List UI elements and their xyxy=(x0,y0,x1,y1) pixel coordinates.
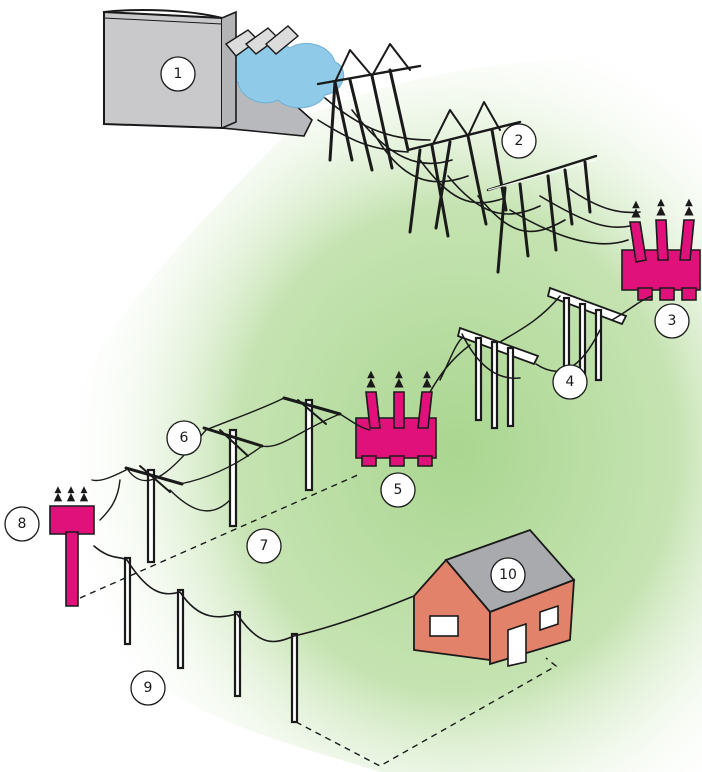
label-2: 2 xyxy=(501,123,537,159)
svg-text:▲: ▲ xyxy=(367,369,375,380)
svg-text:10: 10 xyxy=(499,567,517,583)
svg-text:▲: ▲ xyxy=(81,485,88,495)
svg-text:▲: ▲ xyxy=(55,485,62,495)
svg-text:▲: ▲ xyxy=(67,490,76,503)
svg-text:4: 4 xyxy=(566,374,575,390)
hydro-dam xyxy=(103,9,345,137)
low-voltage-poles xyxy=(93,545,415,724)
svg-text:9: 9 xyxy=(144,680,153,696)
pylon-group-high-voltage xyxy=(316,43,641,274)
label-10: 10 xyxy=(490,557,526,593)
label-1: 1 xyxy=(160,56,196,92)
label-3: 3 xyxy=(654,303,690,339)
label-8: 8 xyxy=(4,506,40,542)
pylon-group-distribution xyxy=(91,396,371,564)
label-6: 6 xyxy=(166,420,202,456)
svg-text:▲: ▲ xyxy=(423,369,431,380)
svg-text:▲: ▲ xyxy=(657,197,665,208)
svg-text:6: 6 xyxy=(180,430,189,446)
underground-cable-dashed xyxy=(79,473,361,599)
svg-text:▲: ▲ xyxy=(685,197,693,208)
svg-text:▲: ▲ xyxy=(632,199,640,210)
svg-text:▲: ▲ xyxy=(366,375,376,389)
label-4: 4 xyxy=(552,364,588,400)
green-landscape xyxy=(57,56,702,772)
svg-text:7: 7 xyxy=(260,538,269,554)
transformer-substation: ▲ ▲ ▲ ▲ ▲ ▲ xyxy=(355,369,437,467)
label-9: 9 xyxy=(130,670,166,706)
transformer-pole: ▲ ▲ ▲ ▲ ▲ ▲ xyxy=(49,485,95,607)
svg-text:2: 2 xyxy=(515,133,524,149)
svg-text:▲: ▲ xyxy=(68,485,75,495)
svg-text:▲: ▲ xyxy=(656,203,666,217)
water-spray xyxy=(225,41,345,109)
pylon-group-medium-voltage xyxy=(429,286,653,430)
svg-text:▲: ▲ xyxy=(394,375,404,389)
svg-text:1: 1 xyxy=(174,66,183,82)
svg-text:▲: ▲ xyxy=(54,490,63,503)
transformer-step-up: ▲ ▲ ▲ ▲ ▲ ▲ xyxy=(621,197,701,301)
service-connection-dashed xyxy=(295,657,558,767)
svg-text:▲: ▲ xyxy=(684,203,694,217)
svg-text:5: 5 xyxy=(394,482,403,498)
svg-text:8: 8 xyxy=(18,516,27,532)
svg-text:▲: ▲ xyxy=(80,490,89,503)
svg-text:▲: ▲ xyxy=(631,205,641,219)
svg-text:▲: ▲ xyxy=(422,375,432,389)
label-5: 5 xyxy=(380,472,416,508)
svg-text:3: 3 xyxy=(668,313,677,329)
svg-text:▲: ▲ xyxy=(395,369,403,380)
label-7: 7 xyxy=(246,528,282,564)
